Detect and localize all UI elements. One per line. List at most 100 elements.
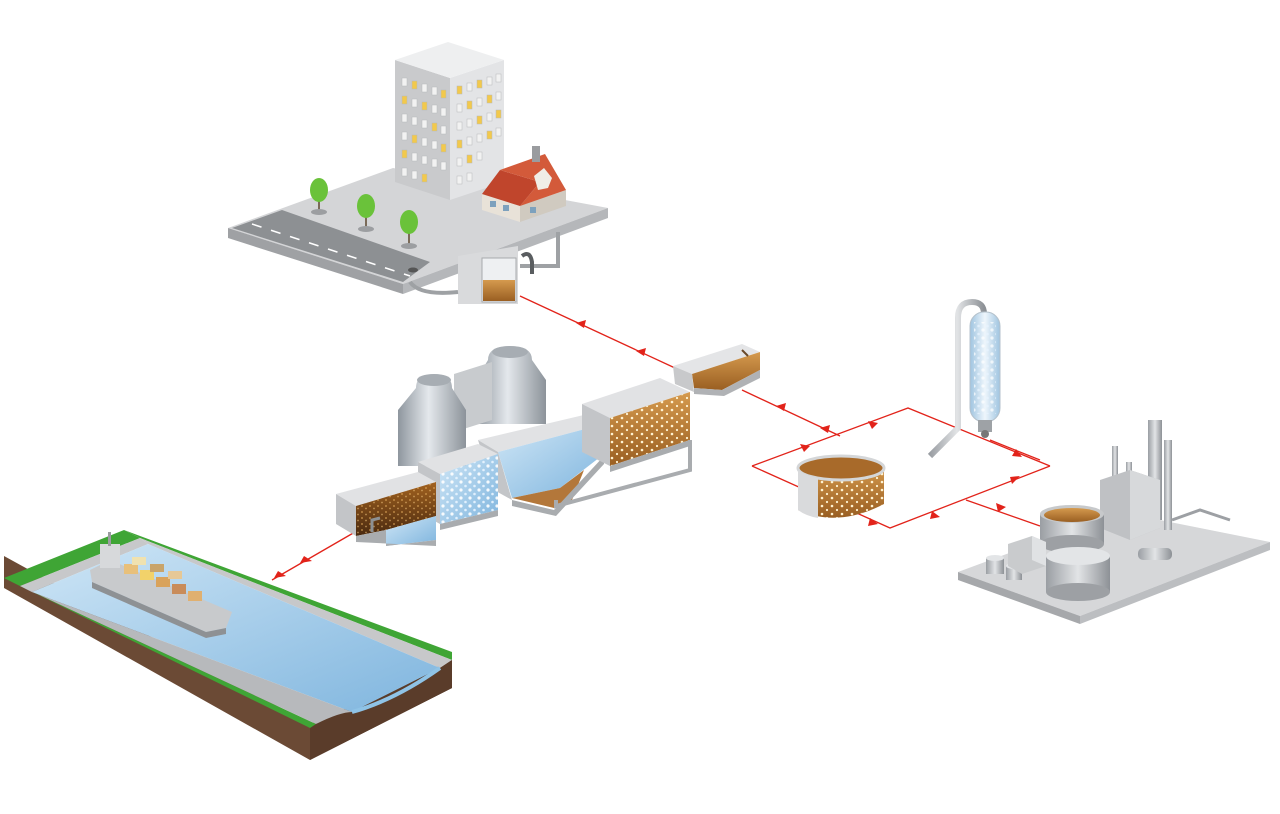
ship-hull-side bbox=[92, 582, 226, 638]
industrial-plant-icon bbox=[958, 420, 1270, 624]
industry-building-side bbox=[1130, 470, 1160, 540]
house-window bbox=[490, 201, 496, 207]
ship-bridge bbox=[100, 544, 120, 568]
flow-arrow bbox=[868, 421, 878, 429]
apartment-tower-roof bbox=[395, 42, 504, 78]
filter-back bbox=[582, 378, 690, 418]
treatment-plant-icon bbox=[336, 346, 692, 546]
screen-rake bbox=[741, 349, 749, 357]
screen-chamber-back bbox=[673, 344, 760, 374]
flow-line-tower-link bbox=[989, 439, 1041, 461]
aeration-back bbox=[418, 444, 498, 474]
small-tank-icon bbox=[986, 555, 1022, 580]
flow-arrow bbox=[820, 425, 830, 433]
river-embankment bbox=[140, 538, 452, 668]
flow-line-to-industry bbox=[965, 499, 1041, 527]
river-bank-grass bbox=[4, 578, 316, 728]
cargo-ship-icon bbox=[90, 532, 232, 638]
primary-back bbox=[336, 472, 436, 506]
river-front-bank bbox=[20, 586, 352, 724]
open-tank-icon bbox=[1040, 505, 1104, 553]
aeration-bubbles bbox=[440, 454, 498, 524]
industry-platform-side bbox=[1080, 542, 1270, 624]
house-window bbox=[530, 207, 536, 213]
primary-sludge-grain bbox=[356, 482, 436, 536]
return-pipe bbox=[554, 440, 692, 509]
ship-containers bbox=[124, 557, 202, 601]
biofilter-wall bbox=[798, 470, 818, 518]
sewer-pipe bbox=[408, 280, 459, 295]
scrubber-pipe bbox=[927, 298, 987, 459]
scrubber-valve bbox=[981, 430, 989, 438]
filter-tank-icon bbox=[554, 378, 692, 509]
flow-arrow bbox=[636, 348, 646, 356]
flow-arrow bbox=[800, 444, 810, 452]
tree-icon bbox=[357, 194, 375, 232]
scrubber-column-icon bbox=[927, 298, 1001, 459]
city-platform-left bbox=[228, 228, 403, 294]
scrubber-bubbles bbox=[974, 322, 996, 414]
industry-platform-top bbox=[958, 512, 1270, 616]
filter-wall bbox=[610, 440, 690, 472]
industry-platform-side bbox=[958, 572, 1080, 624]
flow-arrow bbox=[576, 320, 586, 328]
house-window bbox=[503, 205, 509, 211]
biofilter-top bbox=[798, 456, 884, 480]
city-block-icon bbox=[228, 42, 608, 304]
manhole-icon bbox=[408, 267, 418, 273]
clarifier-back bbox=[478, 414, 604, 452]
sewer-pit-sludge bbox=[483, 280, 515, 301]
road-marking bbox=[251, 223, 411, 277]
house-side bbox=[520, 190, 566, 222]
digester-dome-rear bbox=[476, 346, 546, 424]
flow-arrow bbox=[996, 503, 1006, 512]
tanker-truck-icon bbox=[1138, 548, 1172, 560]
flow-line-loop-bottom bbox=[751, 465, 1051, 529]
screen-chamber-wall bbox=[673, 366, 694, 392]
river-bank-grass bbox=[124, 530, 452, 660]
scrubber-base bbox=[978, 420, 992, 432]
clarifier-water bbox=[498, 424, 604, 498]
screen-chamber-wall bbox=[694, 370, 760, 396]
flow-arrow bbox=[776, 403, 786, 411]
digester-cap bbox=[492, 346, 528, 358]
outlet-pipe bbox=[370, 516, 381, 532]
apartment-windows bbox=[401, 73, 502, 185]
house-roof-left bbox=[482, 170, 540, 206]
digester-cap bbox=[417, 374, 451, 386]
tree-icon bbox=[400, 210, 418, 249]
storage-tank-icon bbox=[1046, 547, 1110, 601]
ship-hull bbox=[90, 560, 232, 632]
flow-line-plant-to-river bbox=[271, 531, 356, 581]
digester-tanks-icon bbox=[398, 346, 546, 466]
river-water-edge bbox=[351, 666, 442, 714]
control-building-side bbox=[1032, 536, 1046, 566]
primary-wall bbox=[356, 530, 436, 546]
drain-pipe bbox=[520, 252, 534, 274]
flow-line-loop-top bbox=[751, 407, 1051, 467]
city-road bbox=[232, 210, 430, 282]
primary-water bbox=[386, 516, 436, 546]
primary-tank-icon bbox=[336, 472, 436, 546]
primary-wall bbox=[336, 494, 356, 536]
biofilter-rim bbox=[796, 454, 886, 482]
aeration-wall bbox=[440, 510, 498, 530]
flow-arrow bbox=[1012, 449, 1022, 457]
industry-pipe bbox=[1171, 508, 1231, 522]
flow-arrow bbox=[300, 556, 312, 563]
ship-mast bbox=[108, 532, 111, 546]
screen-chamber-inner bbox=[692, 352, 760, 390]
flow-arrow bbox=[868, 518, 878, 526]
filter-wall bbox=[582, 404, 610, 466]
house-chimney bbox=[532, 146, 540, 162]
flow-line-city-to-screen bbox=[519, 295, 676, 369]
screen-chamber-icon bbox=[673, 344, 760, 396]
flow-arrows bbox=[274, 320, 1022, 578]
house-roof-right bbox=[500, 154, 566, 206]
house-dormer bbox=[534, 168, 552, 190]
biofilter-tank-icon bbox=[796, 454, 886, 518]
aeration-tank-icon bbox=[418, 444, 498, 530]
industry-column bbox=[1164, 440, 1172, 530]
river-with-ship-icon bbox=[4, 530, 452, 760]
